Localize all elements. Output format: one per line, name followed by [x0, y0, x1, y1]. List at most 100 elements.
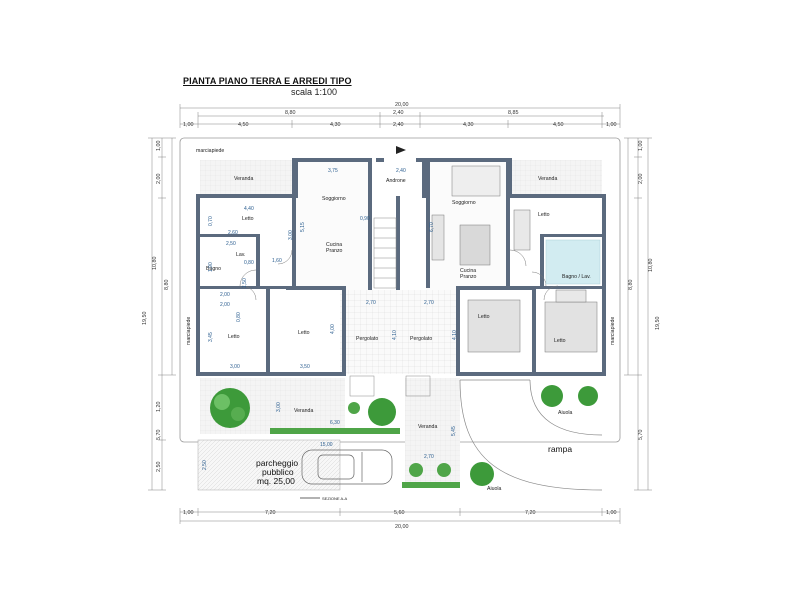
inner-dim: 3,75: [328, 168, 338, 174]
label-marciapiede-right: marciapiede: [610, 317, 616, 345]
parking-area: [197, 439, 341, 491]
dim-top-fine-6: 4,50: [553, 122, 564, 128]
dim-right-mid-1: 10,80: [648, 259, 654, 273]
plan-scale: scala 1:100: [291, 87, 338, 97]
dim-bottom-1: 1,00: [183, 510, 194, 516]
label-pergolato-1: Pergolato: [356, 336, 378, 342]
inner-dim: 2,70: [366, 300, 376, 306]
inner-dim: 2,70: [424, 454, 434, 460]
inner-dim: 3,00: [230, 364, 240, 370]
inner-dim: 2,00: [220, 292, 230, 298]
label-veranda-tl: Veranda: [234, 176, 253, 182]
inner-dim: 2,70: [424, 300, 434, 306]
dim-top-mid-2: 2,40: [393, 110, 404, 116]
inner-dim: 3,00: [276, 402, 282, 412]
label-letto-3: Letto: [298, 330, 310, 336]
inner-dim: 2,60: [228, 230, 238, 236]
inner-dim: 0,80: [236, 312, 242, 322]
bagno-lav-tiles: [545, 239, 601, 285]
label-letto-6: Letto: [554, 338, 566, 344]
label-marciapiede-top: marciapiede: [196, 148, 224, 154]
label-aiuola-1: Aiuola: [558, 410, 573, 416]
inner-dim: 6,70: [429, 222, 435, 232]
dim-left-fine-3: 5,70: [156, 430, 162, 441]
inner-dim: 1,60: [272, 258, 282, 264]
label-marciapiede-left: marciapiede: [186, 317, 192, 345]
inner-dim: 0,90: [360, 216, 370, 222]
inner-dim: 1,50: [242, 278, 248, 288]
label-letto-5: Letto: [478, 314, 490, 320]
dim-top-mid-1: 8,80: [285, 110, 296, 116]
title-block: PIANTA PIANO TERRA E ARREDI TIPO scala 1…: [183, 76, 352, 97]
label-parcheggio-2: pubblico: [262, 467, 294, 477]
label-parcheggio-1: parcheggio: [256, 458, 298, 468]
inner-dim: 0,70: [208, 216, 214, 226]
walls: [196, 158, 606, 376]
inner-dim: 4,10: [392, 330, 398, 340]
car-icon: [301, 449, 393, 485]
bottom-dimensions: [179, 508, 621, 524]
inner-dim: 4,00: [330, 324, 336, 334]
inner-dim: 4,40: [244, 206, 254, 212]
shrub-icon: [348, 385, 598, 486]
inner-dim: 2,50: [202, 460, 208, 470]
label-bagno: Bagno: [206, 266, 221, 272]
label-veranda-bl: Veranda: [294, 408, 313, 414]
inner-dim: 5,45: [451, 426, 457, 436]
dim-bottom-5: 1,00: [606, 510, 617, 516]
label-lav: Lav.: [236, 252, 245, 258]
dim-left-outer: 19,50: [142, 312, 148, 326]
inner-dim: 2,40: [396, 168, 406, 174]
label-letto-1: Letto: [242, 216, 254, 222]
entrance-arrow-icon: [396, 146, 406, 154]
dim-top-fine-1: 1,00: [183, 122, 194, 128]
label-letto-4: Letto: [538, 212, 550, 218]
label-aiuola-2: Aiuola: [487, 486, 502, 492]
dim-top-fine-7: 1,00: [606, 122, 617, 128]
veranda-top-left: [200, 160, 292, 194]
dim-right-fine-2: 2,00: [638, 174, 644, 185]
label-sezione: SEZIONE A-A: [322, 496, 347, 501]
label-soggiorno-right: Soggiorno: [452, 200, 476, 206]
stairs: [349, 217, 431, 397]
dim-right-fine-3: 5,70: [638, 430, 644, 441]
label-letto-2: Letto: [228, 334, 240, 340]
veranda-top-right: [510, 160, 602, 194]
dim-top-fine-2: 4,50: [238, 122, 249, 128]
soggiorno-left-floor: [296, 162, 372, 290]
label-veranda-tr: Veranda: [538, 176, 557, 182]
dim-left-fine-2: 2,00: [156, 174, 162, 185]
pergolato-area: [340, 290, 460, 374]
inner-dim: 3,45: [208, 332, 214, 342]
dim-left-fine-5: 1,20: [156, 402, 162, 413]
dim-bottom-4: 7,20: [525, 510, 536, 516]
left-dimensions: [148, 137, 176, 491]
dim-top-mid-3: 8,85: [508, 110, 519, 116]
dim-bottom-total: 20,00: [395, 524, 409, 530]
label-soggiorno-left: Soggiorno: [322, 196, 346, 202]
inner-dim: 2,00: [220, 302, 230, 308]
right-dimensions: [624, 137, 652, 491]
dim-right-outer: 19,50: [655, 317, 661, 331]
plan-title: PIANTA PIANO TERRA E ARREDI TIPO: [183, 76, 352, 86]
dim-left-mid-2: 8,80: [164, 280, 170, 291]
dim-top-fine-5: 4,30: [463, 122, 474, 128]
label-pergolato-2: Pergolato: [410, 336, 432, 342]
dim-left-mid-1: 10,80: [152, 257, 158, 271]
label-androne: Androne: [386, 178, 406, 184]
inner-dim: 3,00: [288, 230, 294, 240]
top-dimensions: [179, 104, 621, 128]
inner-dim: 4,10: [452, 330, 458, 340]
label-bagno-lav: Bagno / Lav.: [562, 274, 591, 280]
dim-left-fine-4: 2,50: [156, 462, 162, 473]
dim-right-fine-1: 1,00: [638, 141, 644, 152]
label-rampa: rampa: [548, 444, 572, 454]
hedge-strip: [270, 428, 400, 434]
dim-right-mid-2: 8,80: [628, 280, 634, 291]
dim-bottom-3: 5,60: [394, 510, 405, 516]
tree-icon: [210, 388, 250, 428]
dim-top-total: 20,00: [395, 102, 409, 108]
